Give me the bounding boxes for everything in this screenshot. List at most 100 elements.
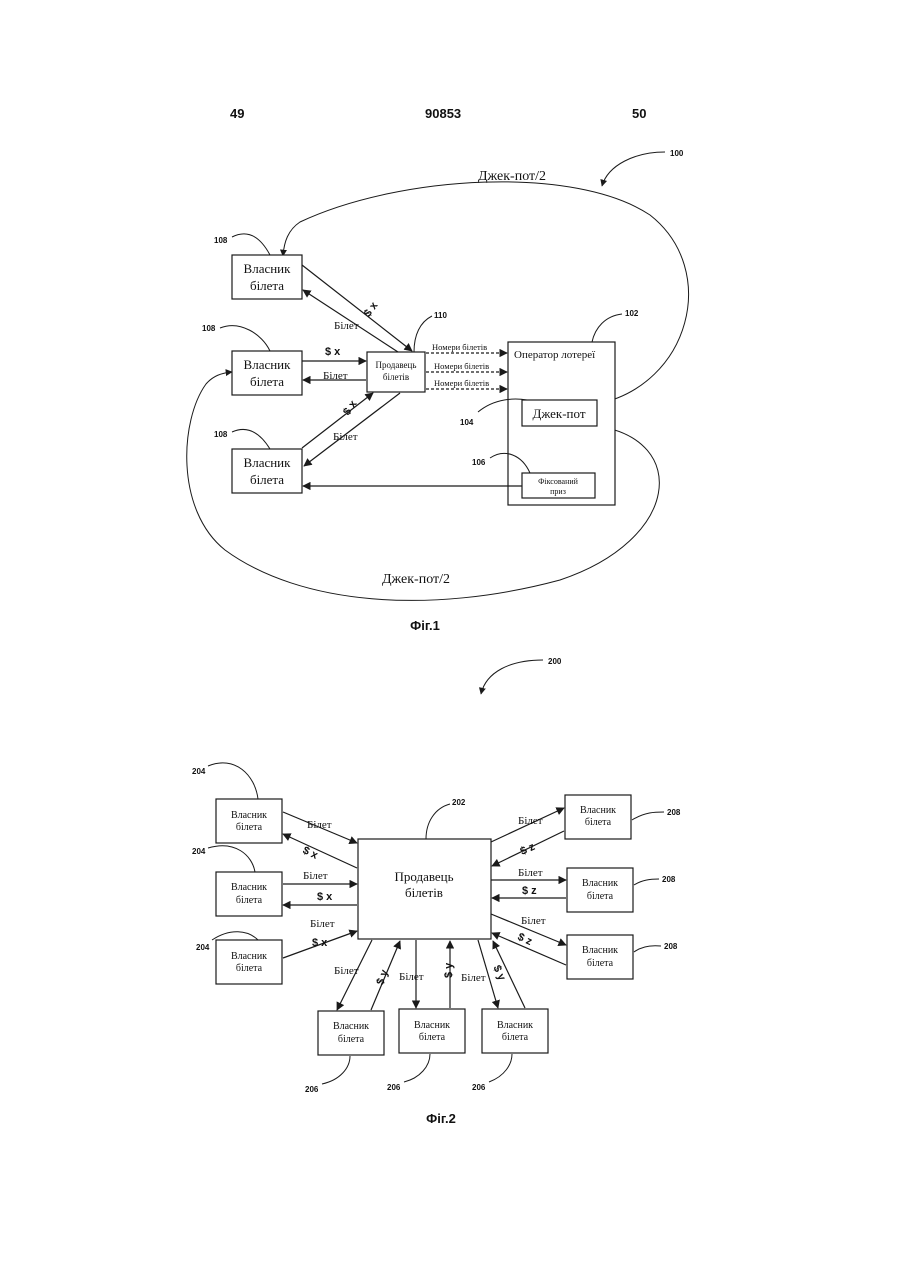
fig1-label-ticket-top: Білет (334, 320, 359, 332)
fig2-ref-206-2: 206 (387, 1083, 401, 1092)
fig1-jackpot-label: Джек-пот (532, 406, 585, 421)
fig1-label-ticket-bottom: Білет (333, 431, 358, 443)
fig2-owner-bottom-2-line1: Власник (414, 1020, 450, 1031)
fig2-label-ticket-bottom-1: Білет (334, 965, 359, 977)
fig2-label-ticket-left-2: Білет (303, 870, 328, 882)
fig2-label-money-left-2: $ x (317, 891, 333, 903)
fig2-owner-right-1: Власник білета (565, 795, 631, 839)
fig2-label-money-left-1: $ x (301, 845, 321, 863)
fig2-owner-bottom-1: Власник білета (318, 1011, 384, 1055)
fig2-label-money-bottom-2: $ y (443, 962, 455, 978)
fig2-owner-right-3: Власник білета (567, 935, 633, 979)
fig2-ref-200-arrow (481, 660, 543, 694)
fig1-label-numbers-1: Номери білетів (432, 342, 487, 352)
fig2-ref-208-3: 208 (664, 942, 678, 951)
fig2-ref-204-3: 204 (196, 943, 210, 952)
fig2-label-ticket-bottom-3: Білет (461, 972, 486, 984)
fig1-owner-top-line1: Власник (244, 261, 292, 276)
fig2-label-money-right-1: $ z (518, 841, 537, 858)
figure-2: 200 Продавець білетів 202 Власник білета… (192, 657, 681, 1126)
fig2-owner-bottom-1-line1: Власник (333, 1021, 369, 1032)
fig1-ref-108-bottom: 108 (214, 430, 228, 439)
fig1-owner-box-bottom: Власник білета (232, 449, 302, 493)
fig2-ref-200: 200 (548, 657, 562, 666)
fig1-label-money-middle: $ x (325, 346, 341, 358)
fig2-owner-left-2: Власник білета (216, 872, 282, 916)
fig1-label-numbers-2: Номери білетів (434, 361, 489, 371)
fig2-label-ticket-left-1: Білет (307, 819, 332, 831)
fig2-label-ticket-right-2: Білет (518, 867, 543, 879)
fig2-ref-202-leader (426, 804, 450, 839)
fig1-owner-middle-line2: білета (250, 374, 284, 389)
fig2-ref-206-1: 206 (305, 1085, 319, 1094)
fig1-seller-box: Продавець білетів (367, 352, 425, 392)
fig2-owner-bottom-3-line2: білета (502, 1032, 529, 1043)
fig2-owner-right-3-line2: білета (587, 958, 614, 969)
fig1-owner-bottom-line1: Власник (244, 455, 292, 470)
fig2-owner-left-2-line2: білета (236, 895, 263, 906)
fig1-label-numbers-3: Номери білетів (434, 378, 489, 388)
fig1-fixed-prize-box: Фіксований приз (522, 473, 595, 498)
fig2-ref-206-3: 206 (472, 1083, 486, 1092)
fig2-owner-bottom-2-line2: білета (419, 1032, 446, 1043)
fig2-seller-box: Продавець білетів (358, 839, 491, 939)
fig2-owner-right-1-line1: Власник (580, 805, 616, 816)
fig1-owner-middle-line1: Власник (244, 357, 292, 372)
fig2-owner-left-3: Власник білета (216, 940, 282, 984)
fig2-label-ticket-right-1: Білет (518, 815, 543, 827)
fig2-ref-208-2-leader (634, 879, 659, 885)
fig2-seller-line1: Продавець (394, 869, 453, 884)
fig2-label-ticket-left-3: Білет (310, 918, 335, 930)
fig2-owner-right-2-line1: Власник (582, 878, 618, 889)
fig1-ref-108-top: 108 (214, 236, 228, 245)
fig2-ref-204-1: 204 (192, 767, 206, 776)
figure-1: 100 Джек-пот/2 Джек-пот/2 Власник білета… (187, 149, 689, 633)
fig2-label-ticket-bottom-2: Білет (399, 971, 424, 983)
fig2-owner-bottom-3: Власник білета (482, 1009, 548, 1053)
fig2-ref-208-2: 208 (662, 875, 676, 884)
fig1-ref-106: 106 (472, 458, 486, 467)
fig1-fixed-prize-line2: приз (550, 487, 566, 496)
fig2-owner-right-3-line1: Власник (582, 945, 618, 956)
fig2-seller-line2: білетів (405, 885, 443, 900)
fig2-label-ticket-right-3: Білет (521, 915, 546, 927)
fig1-owner-top-line2: білета (250, 278, 284, 293)
fig1-owner-box-middle: Власник білета (232, 351, 302, 395)
fig1-ref-100: 100 (670, 149, 684, 158)
fig1-ref-104: 104 (460, 418, 474, 427)
fig2-label-money-right-2: $ z (522, 885, 537, 897)
fig1-owner-box-top: Власник білета (232, 255, 302, 299)
fig1-ref-100-arrow (602, 152, 665, 186)
fig2-owner-right-1-line2: білета (585, 817, 612, 828)
fig2-ref-204-3-leader (212, 932, 258, 940)
fig1-ref-108-bottom-leader (232, 429, 270, 449)
fig2-arrow-money-left-1 (283, 834, 357, 868)
fig2-label-money-left-3: $ x (312, 937, 328, 949)
fig1-ref-108-middle-leader (220, 326, 270, 351)
fig1-ref-102: 102 (625, 309, 639, 318)
fig2-owner-bottom-3-line1: Власник (497, 1020, 533, 1031)
fig1-seller-line2: білетів (383, 372, 409, 382)
fig1-owner-bottom-line2: білета (250, 472, 284, 487)
fig2-owner-bottom-2: Власник білета (399, 1009, 465, 1053)
fig2-ref-206-3-leader (489, 1054, 512, 1082)
fig1-ref-102-leader (592, 314, 622, 342)
fig1-caption: Фіг.1 (410, 618, 440, 633)
fig1-label-money-top: $ x (362, 299, 381, 319)
fig2-ref-202: 202 (452, 798, 466, 807)
fig1-ref-110-leader (414, 316, 432, 352)
fig1-operator-label: Оператор лотереї (514, 349, 596, 361)
fig2-ref-206-1-leader (322, 1056, 350, 1084)
fig2-owner-left-2-line1: Власник (231, 882, 267, 893)
fig2-owner-right-2: Власник білета (567, 868, 633, 912)
fig1-ref-110: 110 (434, 311, 447, 320)
fig2-label-money-bottom-1: $ y (374, 967, 391, 986)
fig2-caption: Фіг.2 (426, 1111, 456, 1126)
fig2-label-money-right-3: $ z (516, 931, 535, 948)
fig1-arrow-money-top (302, 265, 412, 351)
fig2-owner-right-2-line2: білета (587, 891, 614, 902)
fig2-ref-204-2: 204 (192, 847, 206, 856)
fig1-fixed-prize-line1: Фіксований (538, 477, 579, 486)
fig2-owner-left-1-line1: Власник (231, 810, 267, 821)
